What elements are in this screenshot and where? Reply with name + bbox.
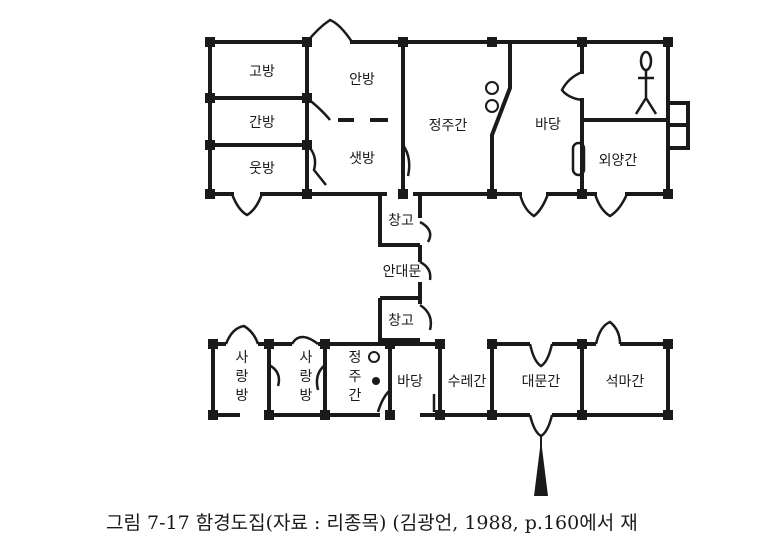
room-oeyanggan: 외양간 [599,153,638,169]
room-jeongjugan: 정주간 [429,118,468,134]
room-ganbang: 간방 [249,115,275,131]
room-utbang: 웃방 [249,161,275,177]
lower-hearth-icon [368,351,380,385]
upper-right-annex [666,101,690,150]
lower-doors [224,320,622,438]
changgo-upper-walls [378,194,420,247]
trough-icon [571,141,586,177]
room-changgo-upper: 창고 [388,213,414,229]
room-andaemun: 안대문 [383,264,422,280]
room-seokmagan: 석마간 [606,374,645,390]
lower-pillars [208,339,673,420]
ox-icon [634,50,658,115]
lower-house-walls [211,342,670,417]
figure-caption: 그림 7-17 함경도집(자료 : 리종목) (김광언, 1988, p.160… [106,512,638,534]
room-gobang: 고방 [249,64,275,80]
changgo-lower-walls [378,296,420,342]
left-rooms-dividers [208,96,309,147]
entrance-arrow-icon [534,436,548,496]
room-saetbang: 샛방 [349,151,375,167]
hearth-icon [485,81,499,113]
room-daemungan: 대문간 [522,374,561,390]
room-changgo-lower: 창고 [388,313,414,329]
middle-connector [378,194,433,342]
room-badang: 바당 [535,117,561,133]
room-badang-lower: 바당 [397,374,423,390]
upper-doors [230,18,629,218]
jeongjugan-badang-wall [490,40,512,196]
pillars [205,37,673,199]
room-sureugan: 수레간 [448,374,487,390]
room-anbang: 안방 [349,72,375,88]
